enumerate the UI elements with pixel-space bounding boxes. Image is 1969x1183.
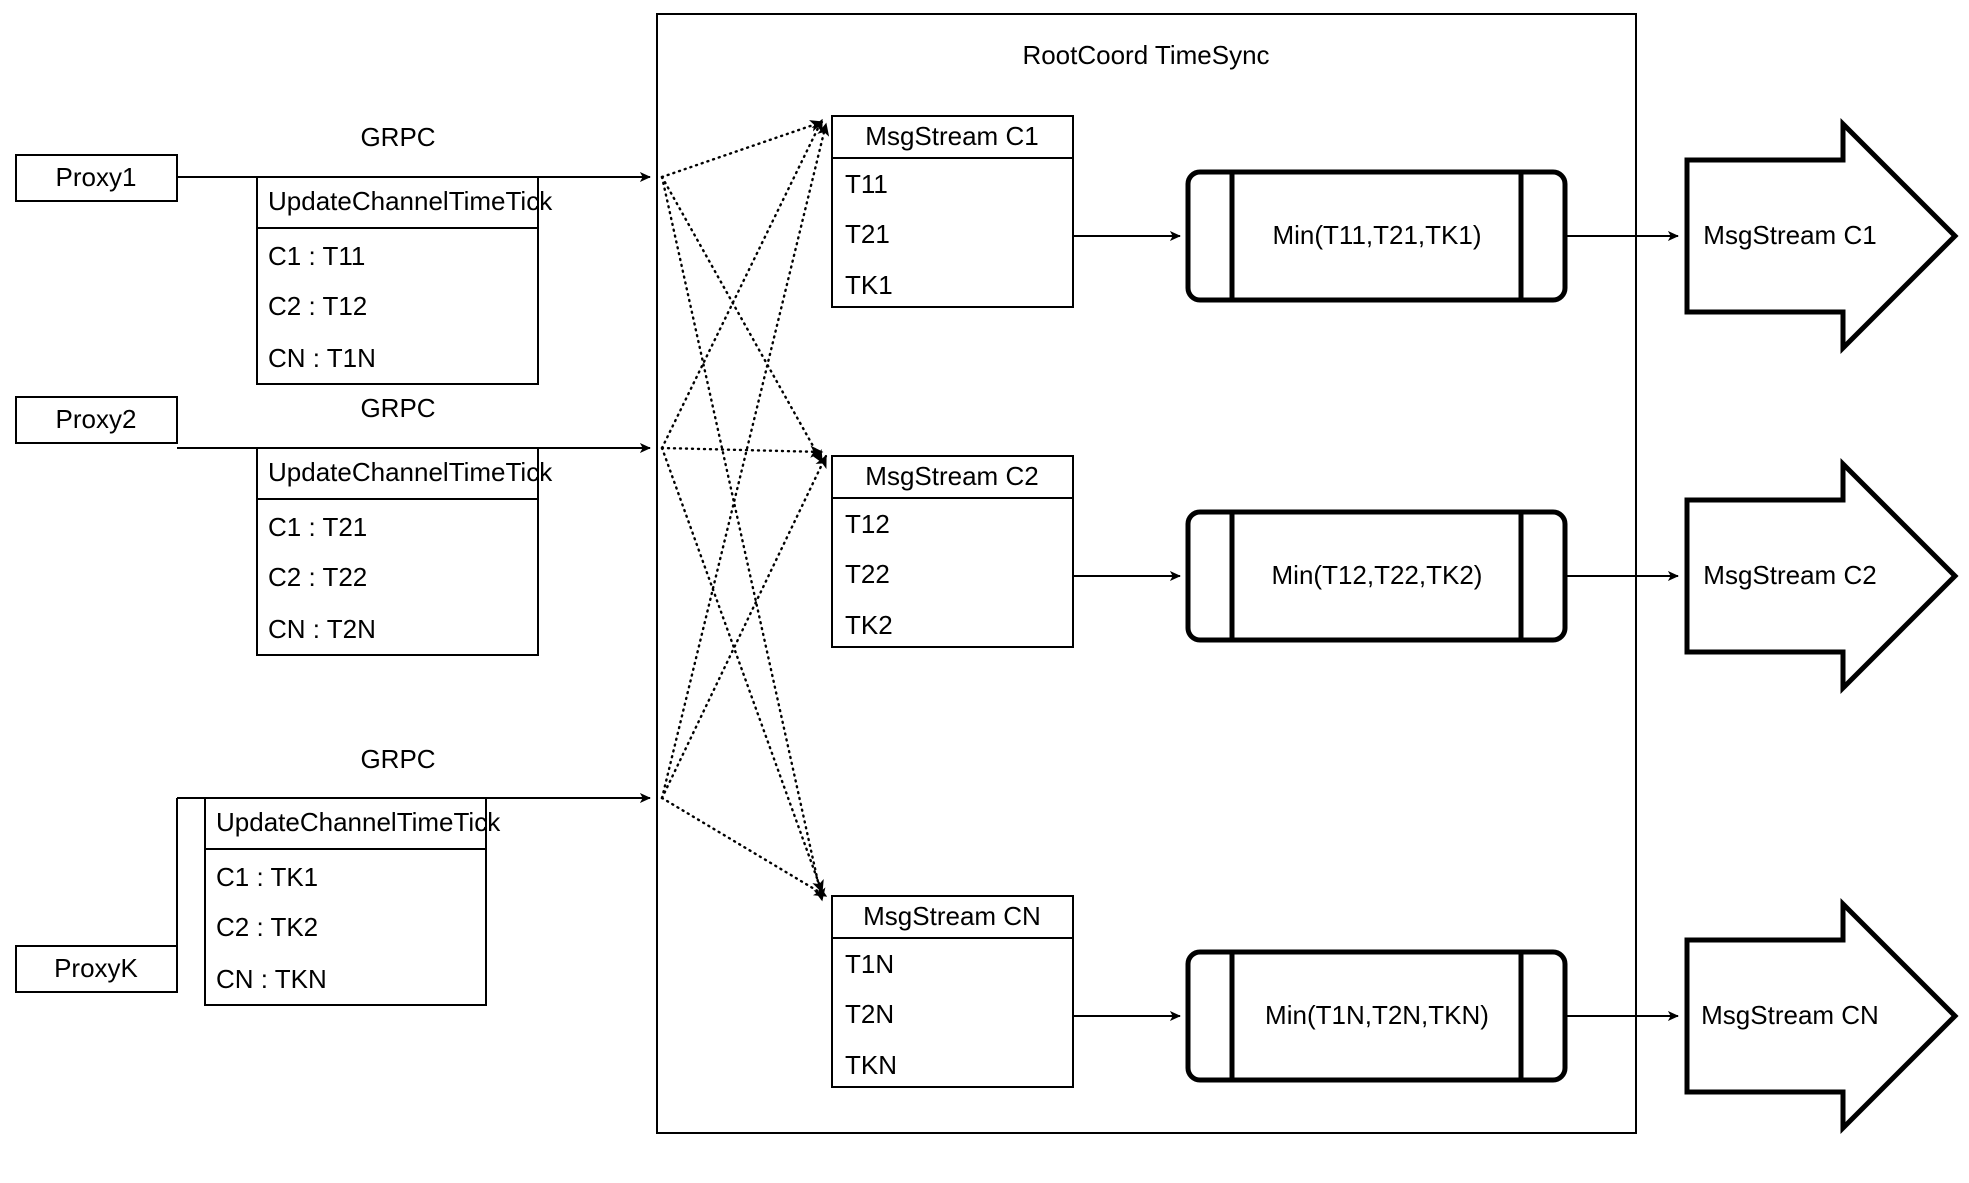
msgstream-tick-1-2: TK1 bbox=[845, 270, 893, 300]
msgstream-tick-2-0: T12 bbox=[845, 509, 890, 539]
grpc-label-1: GRPC bbox=[360, 122, 435, 152]
dispatch-link-p2-cn bbox=[660, 446, 824, 894]
table-row-1-0: C1 : T11 bbox=[268, 241, 365, 271]
min-expression-2: Min(T12,T22,TK2) bbox=[1272, 560, 1483, 590]
msgstream-tick-2-2: TK2 bbox=[845, 610, 893, 640]
msgstream-box-2 bbox=[831, 455, 1074, 648]
table-row-3-1: C2 : TK2 bbox=[216, 912, 318, 942]
dispatch-link-p2-c2 bbox=[660, 445, 824, 458]
msgstream-box-3 bbox=[831, 895, 1074, 1088]
update-channel-timetick-table-3 bbox=[204, 797, 487, 1006]
table-row-3-0: C1 : TK1 bbox=[216, 862, 318, 892]
channel-pipeline-3: MsgStream CN T1N T2N TKN Min(T1N,T2N,TKN… bbox=[831, 895, 1959, 1135]
timetick-dispatch-links bbox=[660, 118, 830, 902]
update-channel-timetick-table-2 bbox=[256, 447, 539, 656]
output-msgstream-arrow-3 bbox=[1684, 897, 1959, 1135]
table-row-1-1: C2 : T12 bbox=[268, 291, 367, 321]
output-msgstream-label-2: MsgStream C2 bbox=[1703, 560, 1876, 590]
table-row-2-1: C2 : T22 bbox=[268, 562, 367, 592]
msgstream-header-3: MsgStream CN bbox=[863, 901, 1041, 931]
dispatch-link-p1-c2 bbox=[660, 175, 824, 464]
dispatch-link-pk-c1 bbox=[660, 122, 830, 800]
grpc-label-2: GRPC bbox=[360, 393, 435, 423]
proxy-group-3: ProxyK GRPC UpdateChannelTimeTick C1 : T… bbox=[15, 744, 651, 1006]
proxy-box-1[interactable] bbox=[15, 154, 178, 202]
proxy-label-1: Proxy1 bbox=[56, 162, 137, 192]
table-header-3: UpdateChannelTimeTick bbox=[216, 807, 501, 837]
table-row-1-2: CN : T1N bbox=[268, 343, 376, 373]
msgstream-tick-3-2: TKN bbox=[845, 1050, 897, 1080]
dispatch-link-p1-cn bbox=[660, 175, 826, 902]
output-msgstream-label-1: MsgStream C1 bbox=[1703, 220, 1876, 250]
output-msgstream-arrow-1 bbox=[1684, 117, 1959, 355]
msgstream-tick-1-0: T11 bbox=[845, 169, 888, 199]
min-expression-1: Min(T11,T21,TK1) bbox=[1272, 220, 1481, 250]
proxy-box-2[interactable] bbox=[15, 396, 178, 444]
table-row-2-0: C1 : T21 bbox=[268, 512, 367, 542]
msgstream-header-1: MsgStream C1 bbox=[865, 121, 1038, 151]
proxy-group-2: Proxy2 GRPC UpdateChannelTimeTick C1 : T… bbox=[15, 393, 651, 656]
msgstream-tick-2-1: T22 bbox=[845, 559, 890, 589]
proxy-box-3[interactable] bbox=[15, 945, 178, 993]
dispatch-link-p2-c1 bbox=[660, 118, 824, 450]
msgstream-header-2: MsgStream C2 bbox=[865, 461, 1038, 491]
table-row-2-2: CN : T2N bbox=[268, 614, 376, 644]
output-msgstream-label-3: MsgStream CN bbox=[1701, 1000, 1879, 1030]
update-channel-timetick-table-1 bbox=[256, 176, 539, 385]
dispatch-link-p1-c1 bbox=[660, 120, 824, 179]
min-expression-3: Min(T1N,T2N,TKN) bbox=[1265, 1000, 1489, 1030]
msgstream-tick-3-0: T1N bbox=[845, 949, 894, 979]
channel-pipeline-2: MsgStream C2 T12 T22 TK2 Min(T12,T22,TK2… bbox=[831, 455, 1959, 695]
output-msgstream-arrow-2 bbox=[1684, 457, 1959, 695]
grpc-label-3: GRPC bbox=[360, 744, 435, 774]
proxy-label-2: Proxy2 bbox=[56, 404, 137, 434]
table-header-2: UpdateChannelTimeTick bbox=[268, 457, 553, 487]
msgstream-tick-1-1: T21 bbox=[845, 219, 890, 249]
channel-pipeline-1: MsgStream C1 T11 T21 TK1 Min(T11,T21,TK1… bbox=[831, 115, 1959, 355]
table-row-3-2: CN : TKN bbox=[216, 964, 327, 994]
proxy-label-3: ProxyK bbox=[54, 953, 138, 983]
proxy-group-1: Proxy1 GRPC UpdateChannelTimeTick C1 : T… bbox=[15, 122, 651, 385]
table-header-1: UpdateChannelTimeTick bbox=[268, 186, 553, 216]
dispatch-link-pk-cn bbox=[660, 796, 828, 898]
msgstream-box-1 bbox=[831, 115, 1074, 308]
container-title: RootCoord TimeSync bbox=[1022, 40, 1269, 70]
msgstream-tick-3-1: T2N bbox=[845, 999, 894, 1029]
